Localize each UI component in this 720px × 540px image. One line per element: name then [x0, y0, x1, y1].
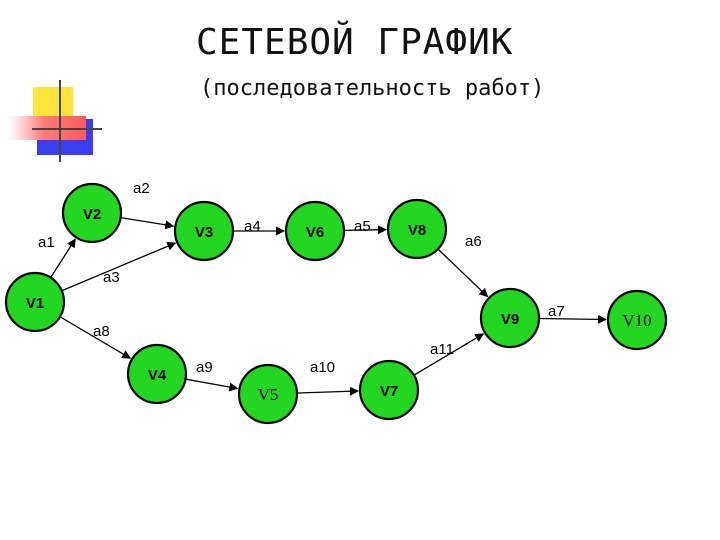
node-label: V10 [622, 311, 651, 330]
node-circle [284, 200, 346, 262]
node-label: V4 [148, 367, 167, 384]
edge-label-a6: a6 [465, 233, 482, 250]
node-v4: V4 [126, 343, 188, 405]
node-circle [606, 289, 668, 351]
page-title: СЕТЕВОЙ ГРАФИК [196, 22, 514, 63]
edge-label-a7: a7 [548, 303, 565, 320]
node-circle [4, 271, 66, 333]
node-circle [386, 198, 448, 260]
edge-arrow-a3 [62, 241, 177, 291]
node-v8: V8 [386, 198, 448, 260]
node-label: V2 [83, 206, 101, 223]
edge-label-a5: a5 [354, 218, 371, 235]
node-v1: V1 [4, 271, 66, 333]
node-label: V3 [195, 224, 213, 241]
node-v2: V2 [61, 182, 123, 244]
node-v10: V10 [606, 289, 668, 351]
edge-label-a10: a10 [310, 359, 335, 376]
page-subtitle: (последовательность работ) [200, 76, 545, 101]
node-circle [173, 200, 235, 262]
decor-vertical-line [59, 80, 61, 162]
edge-label-a9: a9 [196, 359, 213, 376]
node-label: V9 [501, 311, 519, 328]
node-v7: V7 [358, 359, 420, 421]
edge-arrow-a1 [50, 238, 76, 278]
node-circle [61, 182, 123, 244]
node-label: V7 [380, 383, 398, 400]
edge-arrow-a6 [438, 249, 489, 298]
node-label: V6 [306, 224, 324, 241]
node-v3: V3 [173, 200, 235, 262]
edge-label-a2: a2 [133, 180, 150, 197]
edge-label-a8: a8 [93, 323, 110, 340]
node-circle [358, 359, 420, 421]
edge-arrow-a10 [297, 386, 359, 396]
node-v9: V9 [479, 287, 541, 349]
node-v6: V6 [284, 200, 346, 262]
node-circle [237, 363, 299, 425]
edge-label-a3: a3 [103, 269, 120, 286]
edge-arrow-a2 [121, 217, 175, 230]
node-circle [126, 343, 188, 405]
edge-arrow-a8 [60, 316, 132, 359]
edge-label-a11: a11 [430, 341, 454, 358]
edge-label-a4: a4 [244, 218, 261, 235]
edge-arrow-a9 [186, 378, 239, 392]
decor-horizontal-line [32, 128, 102, 130]
node-label: V1 [26, 295, 44, 312]
edge-arrow-a7 [539, 314, 607, 324]
edges-layer: a1 a2 a3 a4 a5 a6 a7 a8 a9 a10 a11 [38, 180, 607, 396]
node-circle [479, 287, 541, 349]
node-label: V5 [258, 385, 279, 404]
node-v5: V5 [237, 363, 299, 425]
edge-arrow-a11 [414, 333, 485, 376]
edge-arrow-a5 [344, 225, 387, 235]
edge-label-a1: a1 [38, 234, 55, 251]
node-label: V8 [408, 222, 426, 239]
